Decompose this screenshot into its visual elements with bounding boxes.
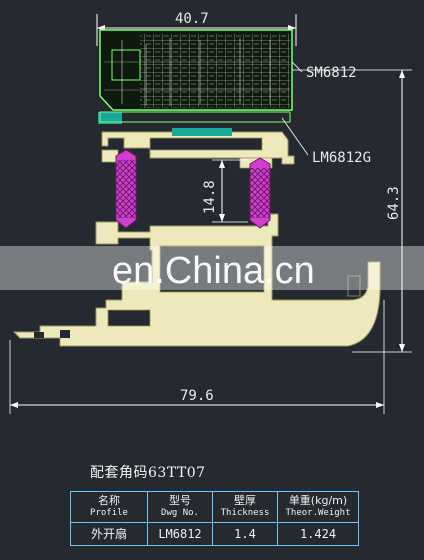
inner-gap-dimension: 14.8 (202, 159, 248, 223)
overall-width-dimension: 79.6 (9, 300, 385, 414)
sash-label: SM6812 (306, 65, 357, 81)
overall-height-dimension: 64.3 (292, 69, 412, 353)
aluminum-profile (12, 128, 381, 347)
cell-profile: 外开扇 (70, 522, 148, 546)
spec-table-row: 外开扇 LM6812 1.4 1.424 (70, 522, 359, 546)
frame-label: LM6812G (312, 150, 371, 166)
cell-thickness: 1.4 (212, 522, 278, 546)
inner-gap-label: 14.8 (202, 180, 218, 214)
sash-block (98, 29, 293, 134)
sash-label-group: SM6812 (291, 61, 357, 81)
corner-connector-caption: 配套角码63TT07 (90, 465, 206, 481)
top-width-dimension: 40.7 (96, 11, 297, 46)
header-weight: 单重(kg/m)Theor.Weight (277, 491, 359, 523)
overall-width-label: 79.6 (180, 388, 214, 404)
watermark-text: en.China.cn (112, 250, 315, 292)
overall-height-label: 64.3 (386, 186, 402, 220)
cell-weight: 1.424 (277, 522, 359, 546)
watermark: en.China.cn (0, 246, 424, 292)
cell-dwg-no: LM6812 (147, 522, 213, 546)
top-width-label: 40.7 (175, 11, 209, 27)
frame-label-group: LM6812G (281, 117, 371, 166)
